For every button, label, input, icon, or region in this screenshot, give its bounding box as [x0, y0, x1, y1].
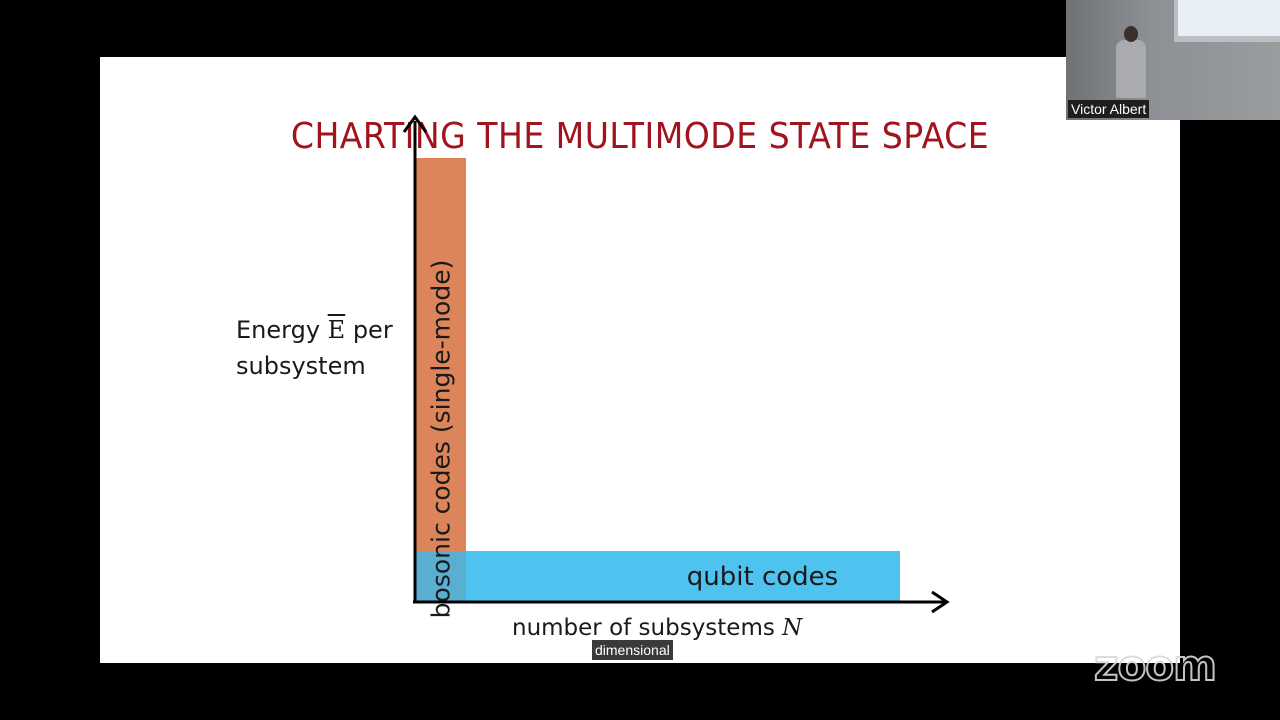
live-caption: dimensional — [592, 640, 673, 660]
slide-title: CHARTING THE MULTIMODE STATE SPACE — [290, 116, 990, 157]
bosonic-codes-region — [416, 158, 466, 603]
qubit-codes-region — [416, 551, 900, 603]
y-axis-label-per: per — [345, 316, 393, 344]
participant-name-tag: Victor Albert — [1068, 100, 1150, 118]
video-projector-screen — [1178, 0, 1280, 36]
participant-video-tile[interactable]: Victor Albert — [1066, 0, 1280, 120]
zoom-watermark-logo: zoom — [1093, 641, 1218, 690]
overlap-region — [416, 551, 466, 603]
energy-symbol: E — [327, 316, 346, 344]
y-axis-label: Energy E per subsystem — [236, 312, 416, 384]
qubit-codes-label: qubit codes — [686, 562, 839, 592]
x-axis-label: number of subsystems N — [512, 615, 802, 641]
x-axis-label-text: number of subsystems — [512, 615, 783, 641]
speaker-body — [1116, 40, 1146, 98]
x-axis-symbol: N — [782, 615, 803, 641]
qubit-codes-label-wrap: qubit codes — [416, 551, 1109, 603]
presentation-slide: CHARTING THE MULTIMODE STATE SPACE boson… — [100, 57, 1180, 663]
x-axis-arrowhead — [931, 590, 950, 614]
y-axis-label-subsystem: subsystem — [236, 352, 366, 380]
y-axis-label-energy: Energy — [236, 316, 328, 344]
speaker-head — [1124, 26, 1138, 42]
y-axis-arrowhead — [402, 114, 428, 133]
chart-axes — [402, 114, 950, 614]
